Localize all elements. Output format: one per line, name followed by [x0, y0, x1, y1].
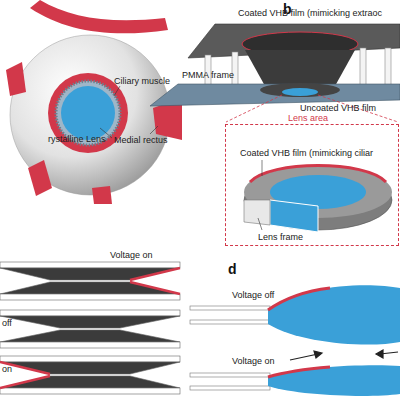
part-label: rystalline Lens [48, 134, 106, 144]
part-label: Lens frame [258, 232, 303, 242]
part-label: Coated VHB film (mimicking extraoc [238, 8, 382, 18]
lens-frame [190, 306, 270, 310]
leader-line [100, 86, 158, 138]
actuator-row [0, 262, 180, 268]
actuator-row [0, 268, 180, 280]
tunable-lens [268, 285, 400, 396]
tunable-lens [268, 285, 400, 344]
electrode [0, 268, 180, 388]
part-label: PMMA frame [182, 70, 234, 80]
force-arrow [314, 351, 322, 358]
lens-cutaway [244, 200, 270, 225]
state-label: Voltage off [232, 290, 274, 300]
force-arrow [376, 350, 383, 358]
actuator-row [0, 262, 180, 394]
actuator-row [0, 362, 180, 374]
lens-cutaway [258, 218, 262, 230]
lens-cutaway [250, 166, 386, 183]
vhb-cone [245, 50, 355, 86]
eye-muscle [30, 0, 168, 33]
zoom-line [226, 95, 398, 122]
zoom-line [226, 95, 282, 122]
actuator-row [0, 388, 180, 394]
lens-frame [190, 306, 270, 390]
lens-frame [190, 320, 270, 324]
electrode [0, 362, 50, 374]
part-label: Medial rectus [114, 135, 168, 145]
pillar [360, 48, 366, 88]
pmma-frame [282, 88, 318, 96]
lens-cutaway [244, 160, 392, 232]
eye-muscle [92, 186, 112, 204]
part-label: Coated VHB film (mimicking ciliar [240, 148, 373, 158]
actuator-row [0, 310, 180, 316]
part-label: Ciliary muscle [114, 76, 170, 86]
eyeball [10, 35, 170, 195]
part-label: Uncoated VHB film [300, 103, 376, 113]
state-label: on [2, 364, 12, 374]
tunable-lens [268, 367, 330, 377]
electrode [0, 376, 50, 388]
force-arrow [290, 354, 318, 360]
electrode [130, 282, 180, 294]
tunable-lens [268, 365, 400, 396]
state-label: Voltage on [110, 250, 153, 260]
electrode [130, 268, 180, 280]
actuator-row [0, 356, 180, 362]
area-title: Lens area [286, 113, 330, 123]
pillar [385, 48, 391, 88]
actuator-row [0, 294, 180, 300]
actuator-row [0, 316, 180, 328]
vhb-cone [245, 50, 355, 86]
force-arrow [290, 350, 398, 360]
actuator-row [0, 376, 180, 388]
pmma-frame [150, 83, 400, 106]
panel-letter: d [228, 262, 237, 277]
lens-cutaway [262, 160, 263, 176]
lens-cutaway [270, 200, 318, 232]
leader-line [114, 86, 120, 96]
state-label: Voltage on [232, 356, 275, 366]
iris-lens [61, 86, 115, 140]
pmma-frame [150, 84, 400, 106]
tunable-lens [268, 288, 330, 310]
leader-line [150, 126, 158, 134]
eye-muscle [6, 62, 26, 96]
zoom-box: Lens area [225, 124, 399, 246]
eyeball [10, 35, 170, 195]
actuator-row [0, 342, 180, 348]
lens-frame [190, 373, 270, 377]
lens-frame [190, 386, 270, 390]
eye-muscle [28, 160, 52, 196]
actuator-row [0, 282, 180, 294]
state-label: off [2, 318, 12, 328]
pmma-frame [260, 83, 340, 97]
actuator-row [0, 330, 180, 342]
